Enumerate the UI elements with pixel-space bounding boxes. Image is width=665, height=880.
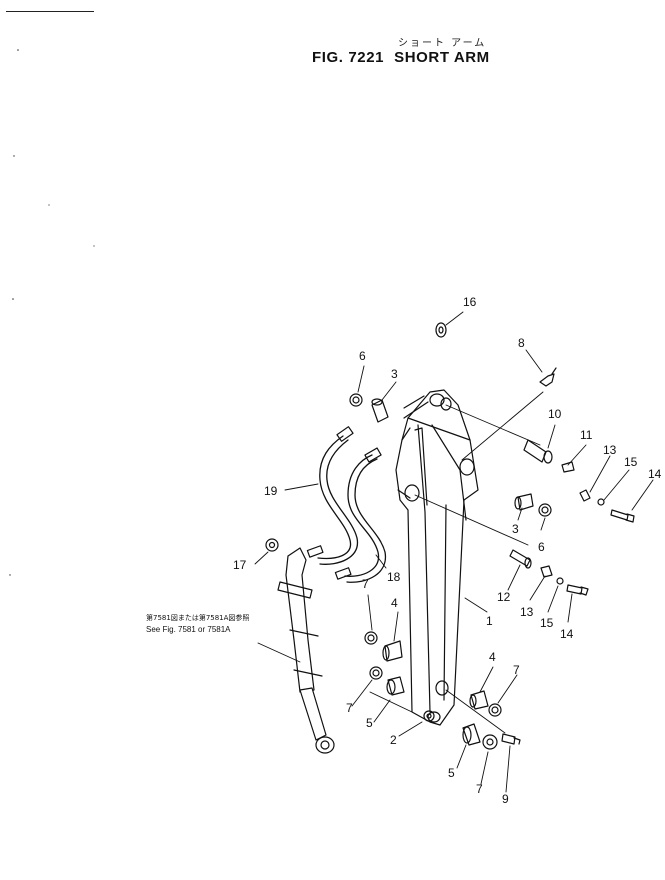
callout-5: 5	[448, 766, 455, 780]
part-8-grease-fitting	[539, 367, 557, 387]
header-rule	[6, 11, 94, 12]
part-13-plate-mid	[540, 565, 553, 578]
callout-8: 8	[518, 336, 525, 350]
callout-12: 12	[497, 590, 511, 604]
callout-6: 6	[359, 349, 366, 363]
callout-19: 19	[264, 484, 278, 498]
arm-body	[395, 389, 479, 726]
part-10-pin	[523, 439, 553, 464]
callout-13: 13	[520, 605, 534, 619]
bucket-cylinder	[277, 545, 352, 754]
part-4-bushing-right	[469, 690, 489, 710]
part-3-bushing-mid	[514, 493, 534, 511]
japanese-title: ショート アーム	[398, 38, 487, 49]
assembly-centerlines	[369, 391, 544, 734]
reference-note-japanese: 第7581図または第7581A図参照	[146, 614, 250, 622]
part-7-seal-left-lower	[369, 666, 383, 680]
part-5-shim-right	[462, 723, 481, 746]
callout-16: 16	[463, 295, 477, 309]
figure-number: FIG. 7221	[312, 49, 385, 66]
scan-specks	[9, 49, 95, 576]
callout-9: 9	[502, 792, 509, 806]
callout-13: 13	[603, 443, 617, 457]
callout-7: 7	[362, 577, 369, 591]
part-5-shim-left	[386, 676, 405, 696]
part-17-washer	[265, 538, 279, 552]
part-14-bolt-mid	[566, 584, 589, 596]
callout-7: 7	[476, 782, 483, 796]
callout-17: 17	[233, 558, 247, 572]
part-6-seal-top	[349, 393, 363, 407]
figure-title: FIG. 7221 SHORT ARM	[312, 49, 500, 66]
callout-7: 7	[513, 663, 520, 677]
part-19-hose	[317, 426, 358, 565]
part-2-pin-end	[423, 710, 435, 722]
callout-11: 11	[580, 428, 593, 442]
part-15-washer-mid	[556, 577, 564, 585]
callout-10: 10	[548, 407, 562, 421]
part-9-grease-fitting	[501, 733, 521, 745]
figure-name: SHORT ARM	[394, 49, 490, 66]
leader-lines	[254, 311, 654, 793]
part-12-pin	[509, 549, 532, 569]
part-7-seal-right-upper	[488, 703, 502, 717]
part-18-hose	[344, 447, 387, 583]
part-6-seal-mid	[538, 503, 552, 517]
part-16-washer	[435, 322, 447, 338]
part-7-seal-right-lower	[482, 734, 498, 750]
callout-2: 2	[390, 733, 397, 747]
callout-15: 15	[540, 616, 554, 630]
callout-4: 4	[391, 596, 398, 610]
reference-note-english: See Fig. 7581 or 7581A	[146, 625, 231, 634]
part-14-bolt-top	[610, 509, 635, 523]
callout-6: 6	[538, 540, 545, 554]
callout-3: 3	[512, 522, 519, 536]
part-4-bushing-left	[382, 640, 403, 662]
callout-4: 4	[489, 650, 496, 664]
part-13-plate-top	[579, 489, 591, 502]
part-3-bushing-top	[371, 398, 389, 423]
part-11-bolt	[561, 461, 575, 473]
callout-15: 15	[624, 455, 638, 469]
callout-14: 14	[648, 467, 662, 481]
callout-5: 5	[366, 716, 373, 730]
callout-3: 3	[391, 367, 398, 381]
callout-18: 18	[387, 570, 401, 584]
part-7-seal-left-upper	[364, 631, 378, 645]
part-15-washer-top	[597, 498, 605, 506]
callout-7: 7	[346, 701, 353, 715]
callout-14: 14	[560, 627, 574, 641]
callout-1: 1	[486, 614, 493, 628]
